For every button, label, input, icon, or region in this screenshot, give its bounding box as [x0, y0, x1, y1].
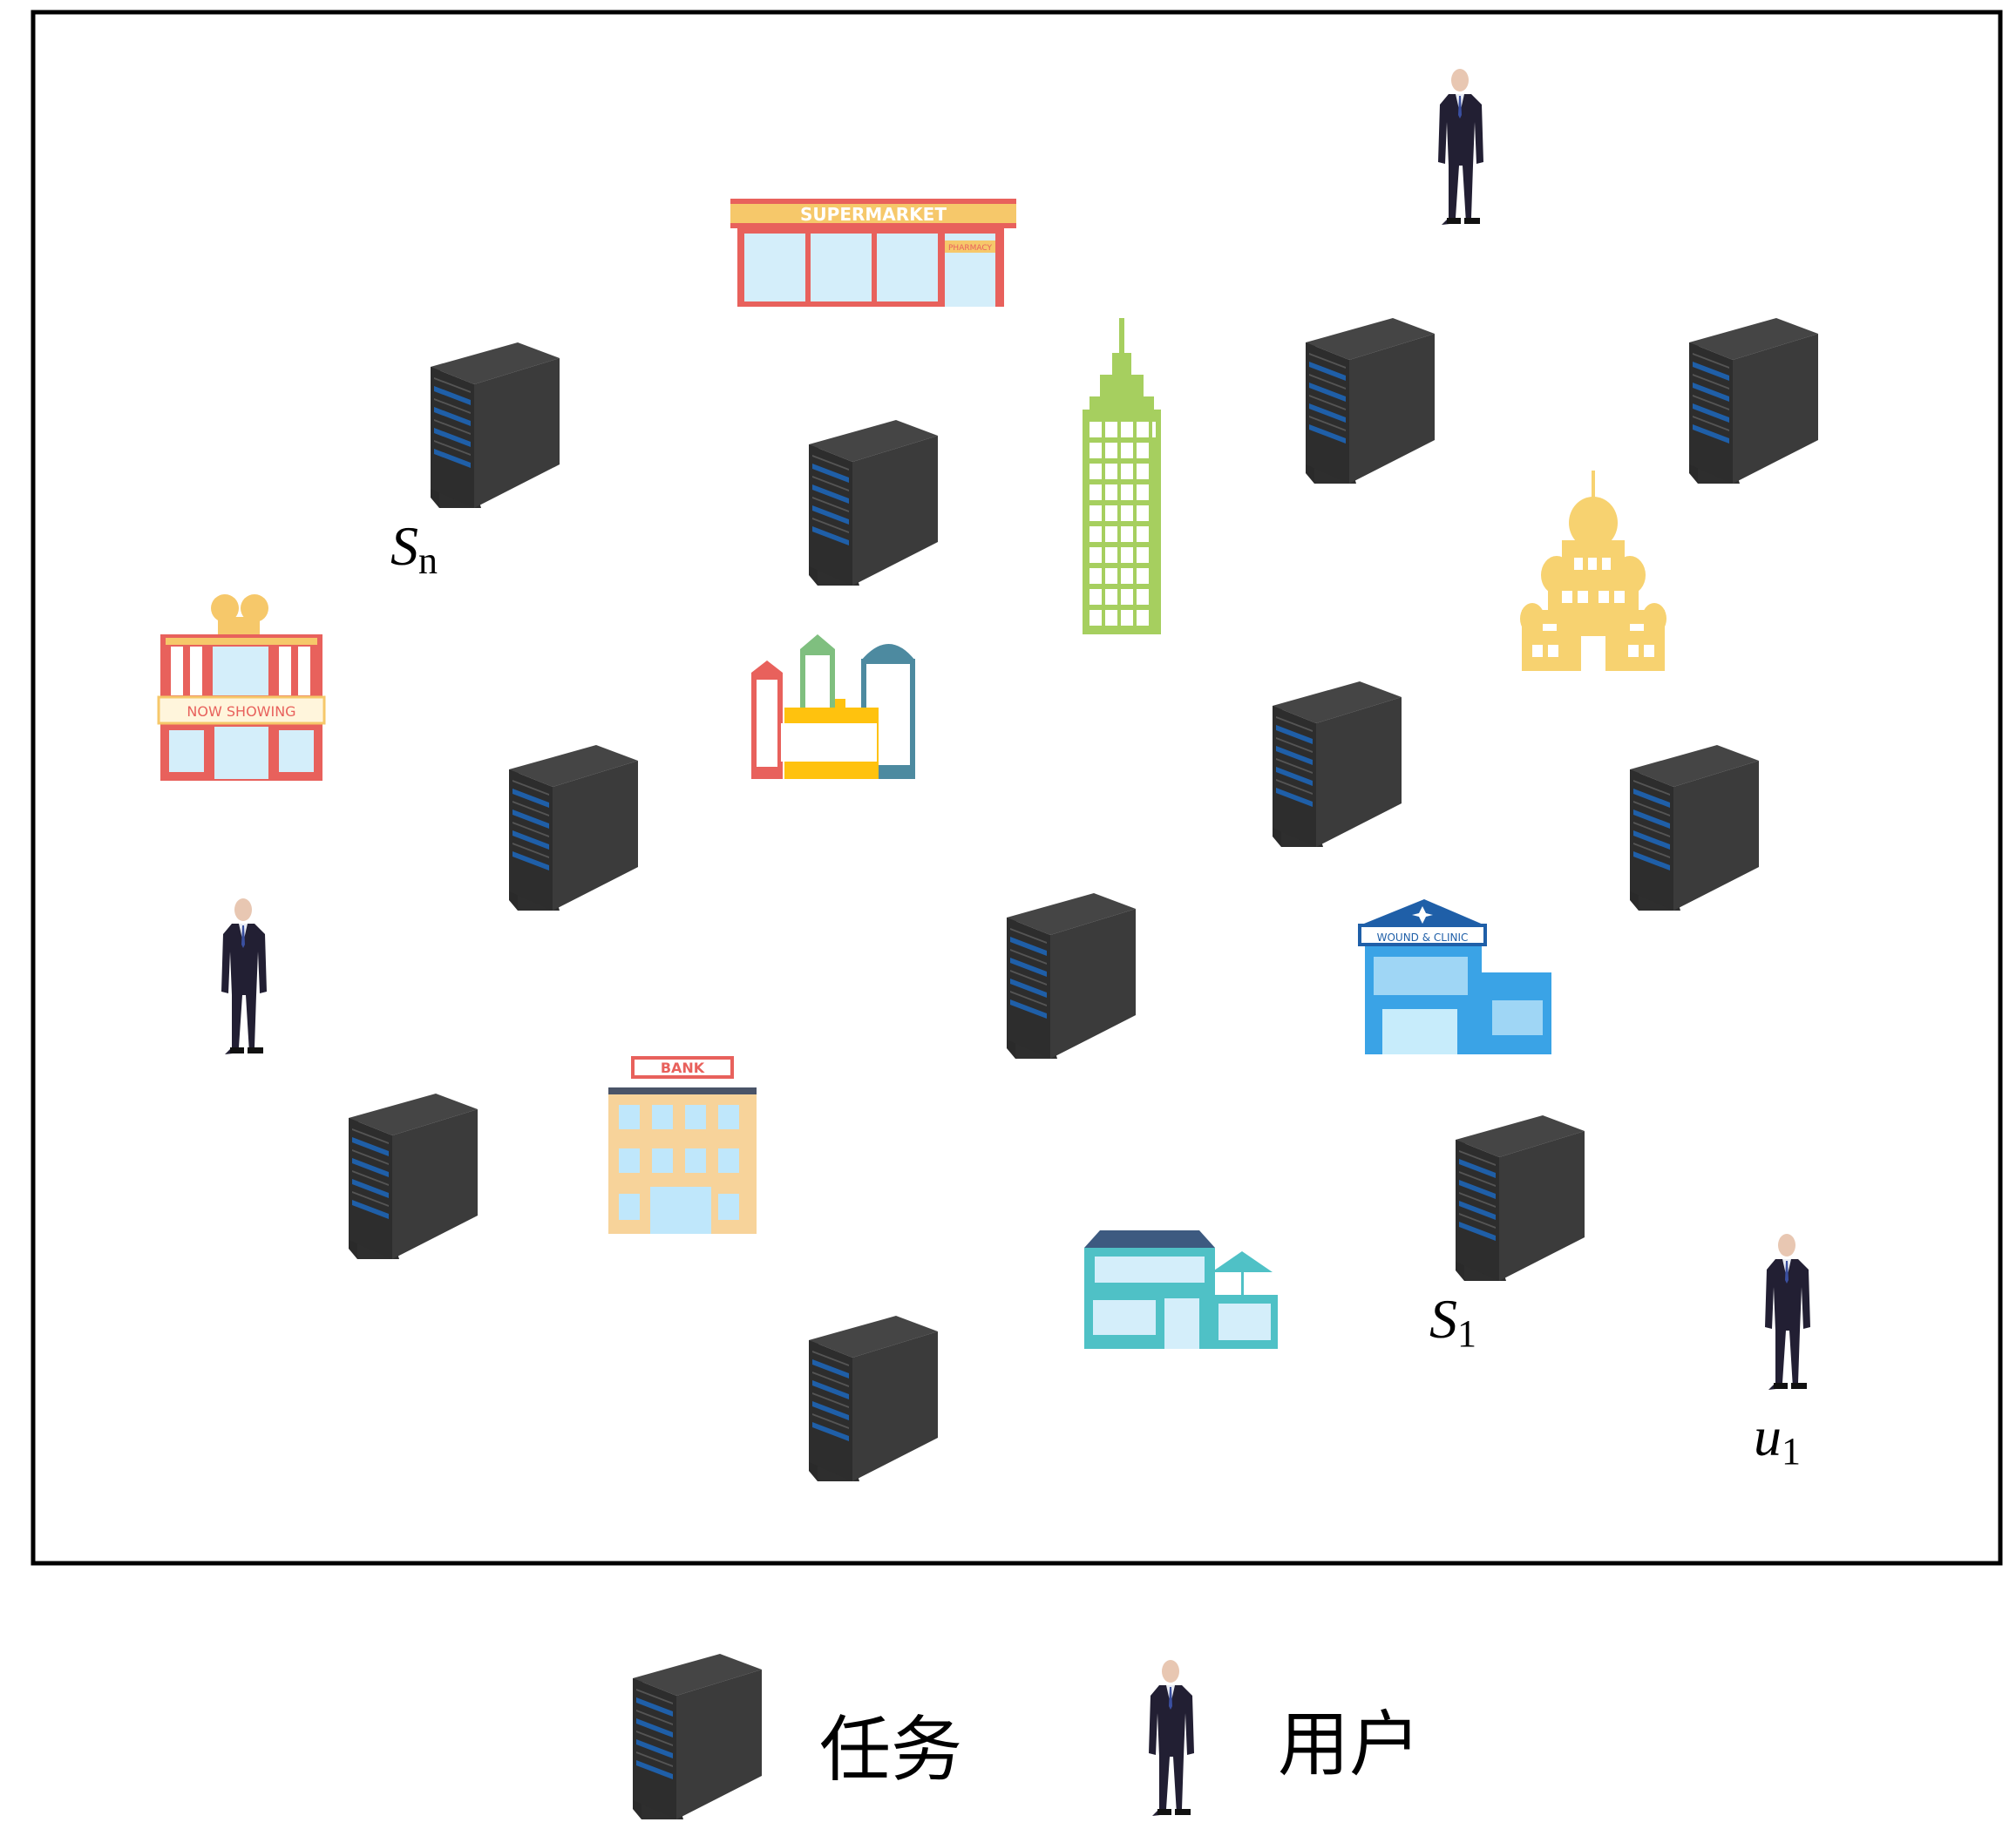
legend-user-label: 用户 — [1278, 1704, 1421, 1786]
server-icon — [809, 420, 938, 586]
legend-server-icon — [633, 1654, 762, 1819]
diagram-border — [31, 10, 2003, 1566]
pharmacy-sign: PHARMACY — [948, 244, 992, 253]
server-icon — [431, 342, 560, 508]
label-u1: u1 — [1754, 1406, 1801, 1473]
server-icon — [1306, 318, 1435, 484]
bank-sign: BANK — [661, 1060, 705, 1076]
server-icon — [809, 1316, 938, 1481]
cathedral-icon — [1520, 471, 1666, 671]
skyscraper-icon — [1083, 318, 1161, 634]
supermarket-icon: SUPERMARKET PHARMACY — [730, 199, 1016, 307]
person-icon — [1765, 1234, 1810, 1390]
castle-icon — [751, 634, 915, 779]
bank-icon: BANK — [608, 1056, 757, 1234]
cinema-sign: NOW SHOWING — [187, 703, 295, 720]
cinema-icon: NOW SHOWING — [157, 594, 326, 781]
shop-icon — [1084, 1230, 1278, 1349]
clinic-icon: WOUND & CLINIC — [1358, 899, 1551, 1054]
server-icon — [1273, 681, 1402, 847]
legend-person-icon — [1149, 1660, 1194, 1816]
label-s1: S1 — [1429, 1288, 1476, 1355]
person-icon — [1438, 69, 1483, 225]
server-icon — [1007, 893, 1136, 1059]
server-icon — [1456, 1115, 1585, 1281]
server-icon — [349, 1094, 478, 1259]
label-sn: Sn — [390, 515, 438, 582]
supermarket-sign: SUPERMARKET — [800, 204, 947, 225]
server-icon — [1630, 745, 1759, 911]
legend-task-label: 任务 — [819, 1709, 962, 1792]
legend: 任务 用户 — [633, 1654, 1421, 1819]
server-icon — [1689, 318, 1818, 484]
person-icon — [221, 898, 267, 1054]
clinic-sign: WOUND & CLINIC — [1377, 931, 1469, 944]
server-icon — [509, 745, 638, 911]
